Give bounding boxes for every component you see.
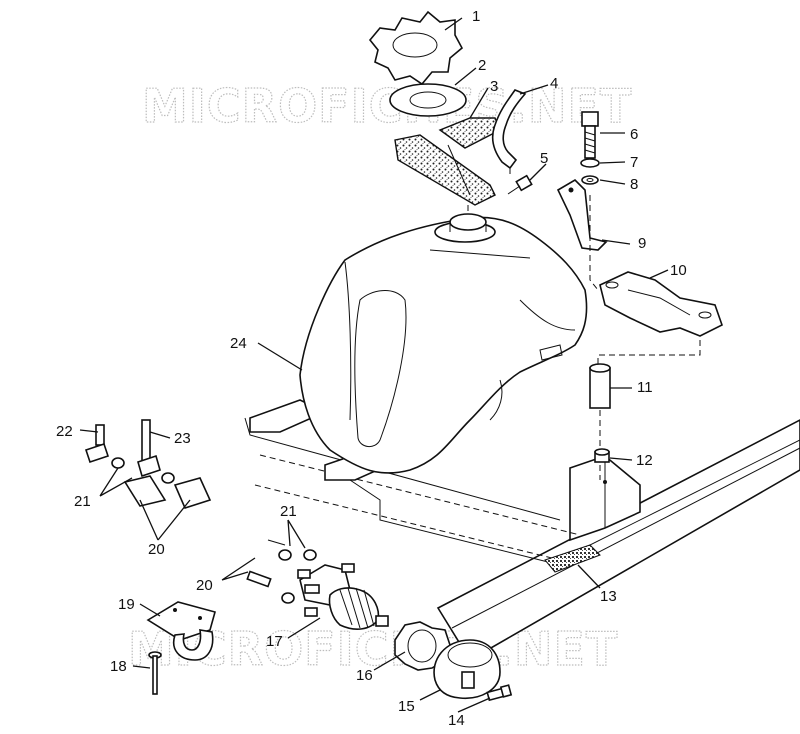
callout-2: 2 <box>478 57 486 74</box>
tank-bracket <box>556 178 608 251</box>
watermark-top: MICROFICHES.NET <box>142 79 632 133</box>
callout-labels: 1 2 3 4 5 6 7 8 9 10 11 12 13 14 15 16 1… <box>56 8 687 729</box>
left-fittings <box>84 419 212 509</box>
callout-11: 11 <box>637 379 653 396</box>
callout-21-left: 21 <box>74 493 91 510</box>
callout-16: 16 <box>356 667 373 684</box>
fuel-tank <box>299 213 588 474</box>
mount-block <box>599 271 723 337</box>
callout-21-center: 21 <box>280 503 297 520</box>
washer-7 <box>580 158 600 168</box>
callout-20-lower: 20 <box>196 577 213 594</box>
callout-13: 13 <box>600 588 617 605</box>
callout-1: 1 <box>472 8 480 25</box>
callout-8: 8 <box>630 176 638 193</box>
callout-15: 15 <box>398 698 415 715</box>
mount-bolt <box>581 111 599 159</box>
leader-lines <box>79 17 669 713</box>
callout-19: 19 <box>118 596 135 613</box>
callout-24: 24 <box>230 335 247 352</box>
callout-22: 22 <box>56 423 73 440</box>
callout-7: 7 <box>630 154 638 171</box>
cap-gasket <box>389 83 467 117</box>
rivet <box>148 651 162 695</box>
callout-20-left: 20 <box>148 541 165 558</box>
callout-23: 23 <box>174 430 191 447</box>
pump-bracket <box>146 601 216 661</box>
callout-6: 6 <box>630 126 638 143</box>
callout-5: 5 <box>540 150 548 167</box>
grommet <box>594 448 610 463</box>
callout-4: 4 <box>550 75 558 92</box>
callout-18: 18 <box>110 658 127 675</box>
assembly-lines <box>467 168 701 480</box>
callout-9: 9 <box>638 235 646 252</box>
callout-10: 10 <box>670 262 687 279</box>
frame-decal <box>544 544 601 573</box>
frame-crossmember <box>244 417 581 566</box>
fuel-cap <box>368 10 464 86</box>
spacer-tube <box>589 363 611 409</box>
frame-rail <box>436 419 800 662</box>
fuel-pump <box>297 563 389 630</box>
callout-17: 17 <box>266 633 283 650</box>
washer-8 <box>581 175 599 185</box>
vent-hose <box>491 89 527 170</box>
callout-3: 3 <box>490 78 498 95</box>
callout-14: 14 <box>448 712 465 729</box>
end-cap <box>433 639 501 699</box>
vent-fitting <box>507 174 533 195</box>
pump-fittings <box>246 539 317 604</box>
end-cap-bolt <box>486 684 513 702</box>
callout-12: 12 <box>636 452 653 469</box>
